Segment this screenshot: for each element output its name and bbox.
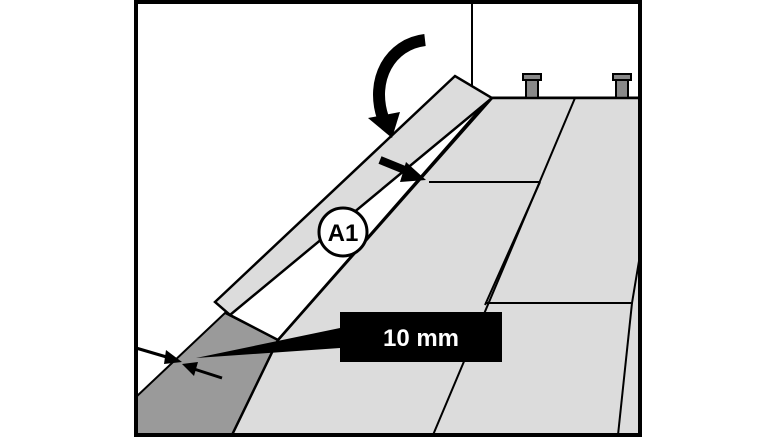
- push-arrow-head: [400, 162, 426, 182]
- callout-pointer: [196, 328, 340, 358]
- spacer-wedge: [522, 73, 542, 99]
- rotation-arrow-head: [368, 112, 400, 138]
- rotation-arrow: [373, 34, 427, 120]
- illustration-frame: [134, 0, 642, 437]
- gap-arrow-right: [182, 362, 223, 380]
- gap-label: 10 mm: [383, 325, 459, 352]
- gap-label-box: [340, 312, 502, 362]
- tilted-plank-underside: [229, 313, 279, 342]
- tilted-plank-edge: [277, 97, 493, 341]
- spacer-wedge: [612, 73, 632, 99]
- part-marker-label: A1: [328, 220, 359, 247]
- plank-seams: [429, 97, 641, 436]
- part-marker-circle: [317, 206, 369, 258]
- gap-arrow-left: [135, 346, 182, 364]
